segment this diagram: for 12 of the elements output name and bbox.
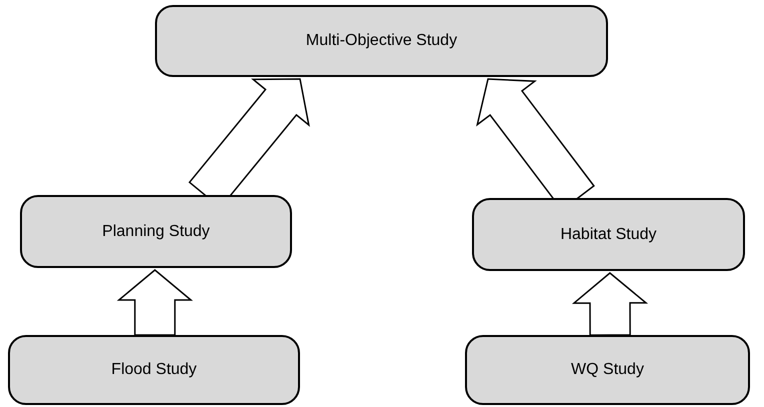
- box-label: Multi-Objective Study: [306, 31, 458, 51]
- block-arrow: [116, 269, 193, 336]
- process-box: [8, 335, 300, 405]
- block-arrow: [572, 272, 648, 336]
- process-box: [472, 198, 745, 271]
- box-label: Planning Study: [102, 222, 210, 242]
- box-label: Flood Study: [111, 360, 197, 380]
- process-box: [20, 195, 292, 268]
- process-box: [155, 5, 608, 77]
- box-label: Habitat Study: [560, 224, 657, 244]
- process-box: [465, 335, 750, 405]
- box-label: WQ Study: [571, 360, 644, 380]
